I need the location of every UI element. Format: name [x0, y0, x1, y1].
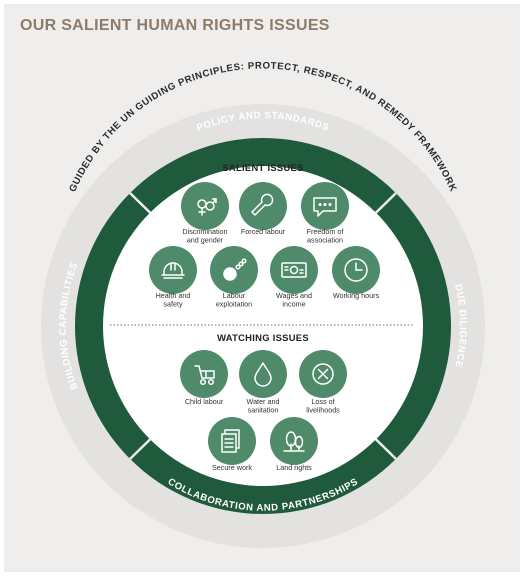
issue-label: sanitation [248, 406, 279, 415]
salient-issue-item: Working hours [332, 246, 380, 300]
trees-icon [283, 431, 305, 452]
watching-issue-item: Secure work [208, 417, 256, 472]
salient-issues-title: SALIENT ISSUES [222, 162, 303, 173]
issue-label: income [282, 300, 305, 309]
issue-label: exploitation [216, 300, 252, 309]
issue-label: Land rights [276, 463, 312, 472]
salient-issue-item: Forced labour [239, 182, 287, 236]
issue-label: Wages and [276, 291, 312, 300]
speech-bubble-icon [313, 197, 337, 217]
issue-label: Loss of [311, 397, 334, 406]
clock-icon [344, 258, 368, 282]
issue-label: Forced labour [241, 227, 286, 236]
issue-label: and gender [187, 236, 224, 245]
ring-dividers [129, 192, 397, 460]
ring-label-right: DUE DILIGENCE [452, 283, 468, 369]
gender-icon [197, 198, 217, 216]
x-circle-icon [312, 363, 334, 385]
issue-icon-circle [270, 417, 318, 465]
wrench-icon [251, 193, 274, 216]
water-drop-icon [254, 362, 272, 387]
issue-icon-circle [149, 246, 197, 294]
issue-label: Health and [156, 291, 191, 300]
issue-label: Working hours [333, 291, 380, 300]
issue-label: Child labour [185, 397, 224, 406]
documents-icon [221, 429, 240, 453]
issue-label: Secure work [212, 463, 252, 472]
banknote-icon [281, 262, 307, 278]
issue-label: Discrimination [182, 227, 227, 236]
issue-label: Freedom of [307, 227, 344, 236]
watching-issues-title: WATCHING ISSUES [217, 332, 309, 343]
ball-and-chain-icon [223, 258, 247, 281]
hard-hat-icon [161, 262, 185, 279]
issue-label: safety [163, 300, 183, 309]
inner-disc [103, 166, 423, 486]
watching-issue-item: Land rights [270, 417, 318, 472]
issue-label: Water and [247, 397, 280, 406]
issue-icon-circle [239, 350, 287, 398]
issue-icon-circle [180, 350, 228, 398]
issue-label: livelihoods [306, 406, 340, 415]
page-title: OUR SALIENT HUMAN RIGHTS ISSUES [20, 17, 330, 34]
issue-label: association [307, 236, 343, 245]
stroller-icon [194, 365, 215, 386]
issue-icon-circle [270, 246, 318, 294]
watching-issue-item: Child labour [180, 350, 228, 406]
issue-label: Labour [223, 291, 246, 300]
